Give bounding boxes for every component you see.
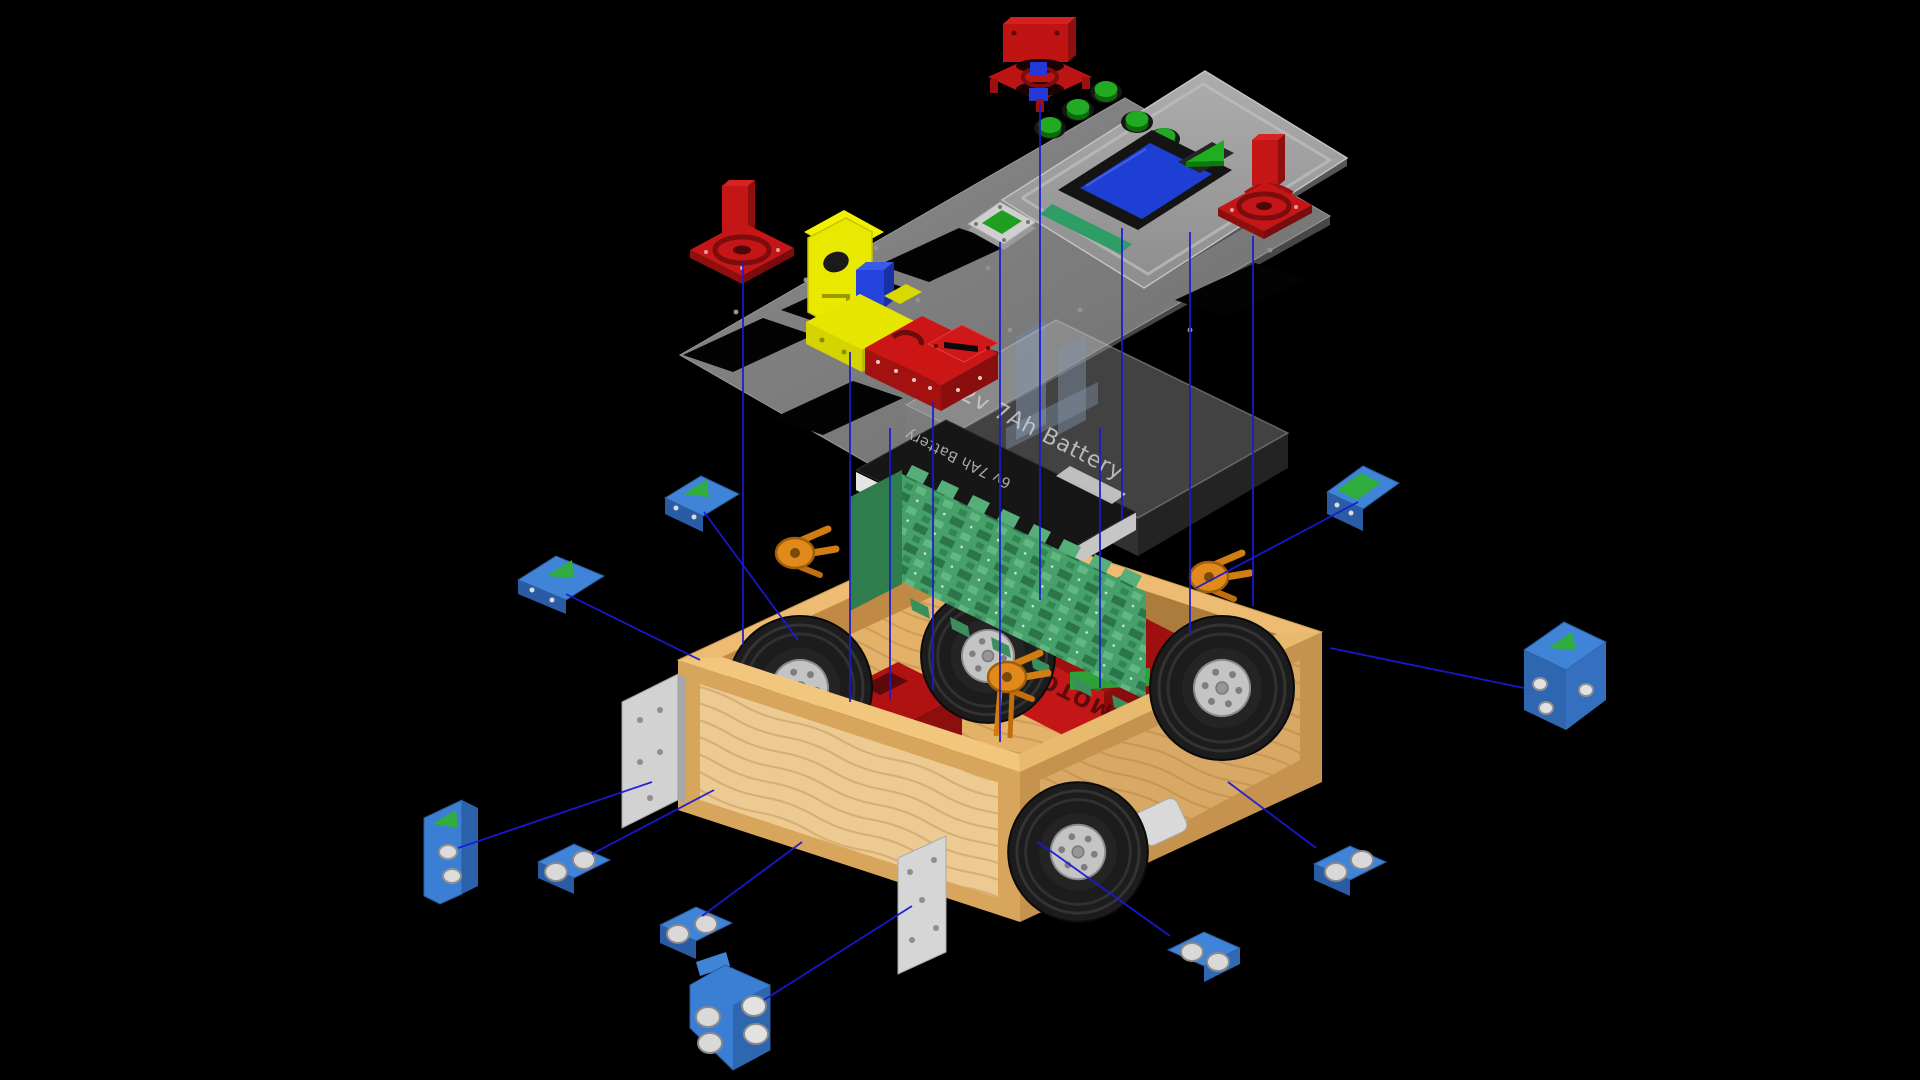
holder-teeth-top — [906, 465, 1142, 587]
caster-housing-right — [1218, 134, 1312, 239]
caster-housing-left — [690, 180, 794, 284]
ultrasonic-sensor-3 — [689, 952, 771, 1071]
side-plate-front — [897, 835, 947, 975]
battery-holder — [850, 465, 1146, 716]
fan-mount — [988, 17, 1092, 112]
sensor-bracket-left-mid — [516, 555, 606, 614]
ultrasonic-sensor-1 — [536, 843, 612, 894]
caster-left — [776, 529, 836, 575]
battery-bracket — [865, 316, 1000, 411]
fan-spacer-blue — [1030, 62, 1047, 75]
ultrasonic-sensor-2 — [658, 906, 734, 959]
ultrasonic-sensor-5 — [1312, 845, 1388, 896]
sensor-bracket-right-upper — [1326, 465, 1400, 531]
control-panel — [1000, 70, 1349, 289]
sensor-bracket-left-upper — [663, 475, 741, 532]
sensor-bracket-left-lower — [423, 799, 478, 905]
battery-strap-plate — [926, 324, 1000, 363]
guide-lines — [457, 104, 1525, 1001]
power-switch[interactable] — [1178, 140, 1234, 173]
side-plate-left — [621, 673, 686, 829]
indicator-module — [967, 201, 1037, 250]
sensor-bracket-far-right — [1523, 621, 1607, 730]
ultrasonic-sensor-4 — [1166, 931, 1242, 982]
